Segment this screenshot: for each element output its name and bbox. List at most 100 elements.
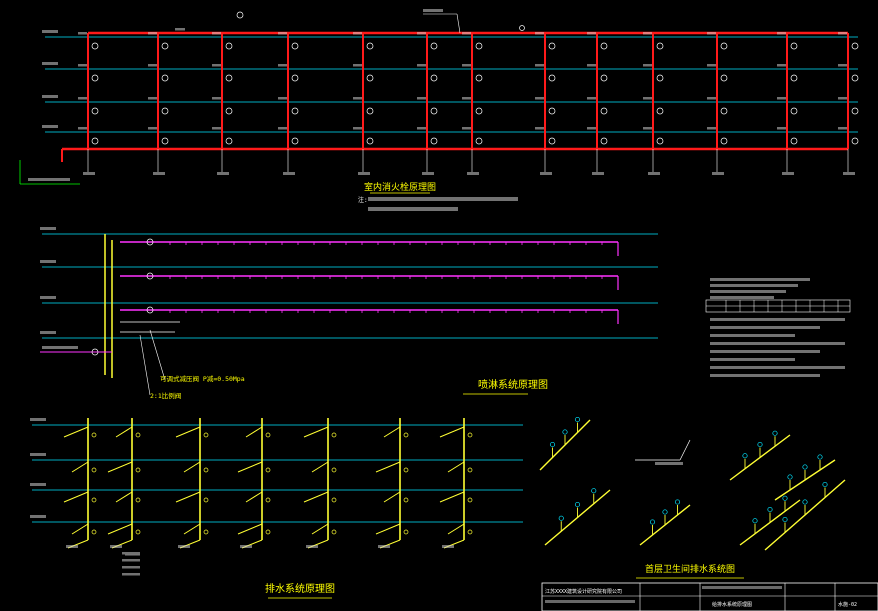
fixture-symbol bbox=[802, 464, 808, 470]
spec-note-line bbox=[710, 296, 774, 299]
hydrant-tag bbox=[587, 32, 596, 35]
fixture-symbol bbox=[562, 429, 568, 435]
toilet-drain-title: 首层卫生间排水系统图 bbox=[645, 563, 735, 575]
hydrant-tag bbox=[643, 32, 652, 35]
hydrant-valve-symbol bbox=[225, 74, 233, 82]
hydrant-valve-symbol bbox=[430, 137, 438, 145]
hydrant-valve-symbol bbox=[291, 42, 299, 50]
floor-elevation-label bbox=[42, 30, 58, 33]
hydrant-tag bbox=[212, 97, 221, 100]
label-leader bbox=[456, 13, 461, 34]
hydrant-tag bbox=[417, 32, 426, 35]
hydrant-marks bbox=[19, 9, 859, 185]
drain-branch bbox=[311, 523, 329, 535]
hydrant-tag bbox=[78, 127, 87, 130]
fixture-symbol bbox=[742, 453, 748, 459]
floor-elevation-label bbox=[42, 125, 58, 128]
hydrant-tag bbox=[278, 32, 287, 35]
fixture-symbol bbox=[772, 430, 778, 436]
hydrant-tag bbox=[707, 127, 716, 130]
hydrant-tag bbox=[643, 127, 652, 130]
hydrant-tag bbox=[462, 64, 471, 67]
spec-note-line bbox=[710, 358, 795, 361]
riser-number bbox=[153, 172, 165, 175]
hydrant-valve-symbol bbox=[225, 42, 233, 50]
hydrant-valve-symbol bbox=[161, 42, 169, 50]
fixture-symbol bbox=[767, 506, 773, 513]
hydrant-valve-symbol bbox=[430, 42, 438, 50]
hydrant-tag bbox=[212, 32, 221, 35]
drain-branch bbox=[375, 523, 401, 535]
hydrant-tag bbox=[148, 64, 157, 67]
drain-branch bbox=[237, 523, 263, 535]
floor-elevation-label bbox=[30, 483, 46, 486]
floor-drain-symbol bbox=[135, 467, 141, 473]
floor-drain-symbol bbox=[203, 467, 209, 473]
title-block: 江苏XXXX建筑设计研究院有限公司 给排水系统原理图 水施-02 bbox=[541, 582, 878, 611]
hydrant-tag bbox=[777, 97, 786, 100]
drain-branch bbox=[63, 491, 89, 503]
hydrant-valve-symbol bbox=[291, 74, 299, 82]
hydrant-tag bbox=[535, 127, 544, 130]
drain-branch bbox=[63, 426, 89, 438]
pressure-note-leader bbox=[149, 329, 166, 381]
hydrant-valve-symbol bbox=[656, 137, 664, 145]
detail-line bbox=[679, 439, 691, 461]
hydrant-valve-symbol bbox=[851, 137, 859, 145]
fixture-symbol bbox=[558, 515, 564, 521]
spec-note-line bbox=[710, 318, 845, 321]
hydrant-tag bbox=[212, 127, 221, 130]
hydrant-valve-symbol bbox=[548, 42, 556, 50]
hydrant-tag bbox=[278, 64, 287, 67]
pipe-size-label bbox=[423, 9, 443, 12]
drain-branch bbox=[175, 426, 201, 438]
hydrant-tag bbox=[838, 32, 847, 35]
inlet-label bbox=[42, 346, 78, 349]
hydrant-tag bbox=[587, 127, 596, 130]
hydrant-valve-symbol bbox=[366, 137, 374, 145]
hydrant-valve-symbol bbox=[600, 74, 608, 82]
hydrant-floor-lines bbox=[42, 30, 858, 133]
drain-branch bbox=[311, 461, 329, 473]
outlet-label bbox=[178, 545, 190, 548]
drain-branch bbox=[107, 523, 133, 535]
hydrant-valve-symbol bbox=[851, 74, 859, 82]
drain-branch bbox=[447, 523, 465, 535]
hydrant-valve-symbol bbox=[851, 107, 859, 115]
riser-number bbox=[648, 172, 660, 175]
hydrant-tag bbox=[777, 32, 786, 35]
hydrant-valve-symbol bbox=[91, 107, 99, 115]
outlet-label bbox=[306, 545, 318, 548]
spec-note-line bbox=[710, 334, 795, 337]
fixture-symbol bbox=[802, 499, 808, 505]
fixture-symbol bbox=[782, 516, 788, 523]
outlet-label bbox=[66, 545, 78, 548]
hydrant-tag bbox=[707, 32, 716, 35]
spec-note-line bbox=[710, 326, 820, 329]
hydrant-tag bbox=[212, 64, 221, 67]
green-note-text bbox=[28, 178, 70, 181]
hydrant-tag bbox=[587, 64, 596, 67]
hydrant-system-title: 室内消火栓原理图 bbox=[364, 181, 436, 193]
floor-drain-symbol bbox=[265, 467, 271, 473]
fixture-symbol bbox=[549, 441, 556, 448]
spec-note-line bbox=[710, 366, 845, 369]
hydrant-valve-symbol bbox=[548, 107, 556, 115]
hydrant-tag bbox=[148, 32, 157, 35]
floor-drain-symbol bbox=[331, 529, 337, 535]
flow-switch-symbol bbox=[146, 238, 154, 246]
riser-number bbox=[782, 172, 794, 175]
riser-number bbox=[422, 172, 434, 175]
hydrant-valve-symbol bbox=[161, 137, 169, 145]
fixture-symbol bbox=[591, 488, 597, 494]
hydrant-tag bbox=[353, 97, 362, 100]
floor-elevation-label bbox=[42, 62, 58, 65]
drain-branch bbox=[245, 491, 263, 503]
floor-drain-symbol bbox=[403, 432, 409, 438]
floor-elevation-label bbox=[40, 227, 56, 230]
hydrant-valve-symbol bbox=[790, 137, 798, 145]
hydrant-tag bbox=[148, 127, 157, 130]
floor-elevation-label bbox=[40, 331, 56, 334]
spray-system-title: 喷淋系统原理图 bbox=[478, 378, 548, 391]
hydrant-tag bbox=[78, 64, 87, 67]
